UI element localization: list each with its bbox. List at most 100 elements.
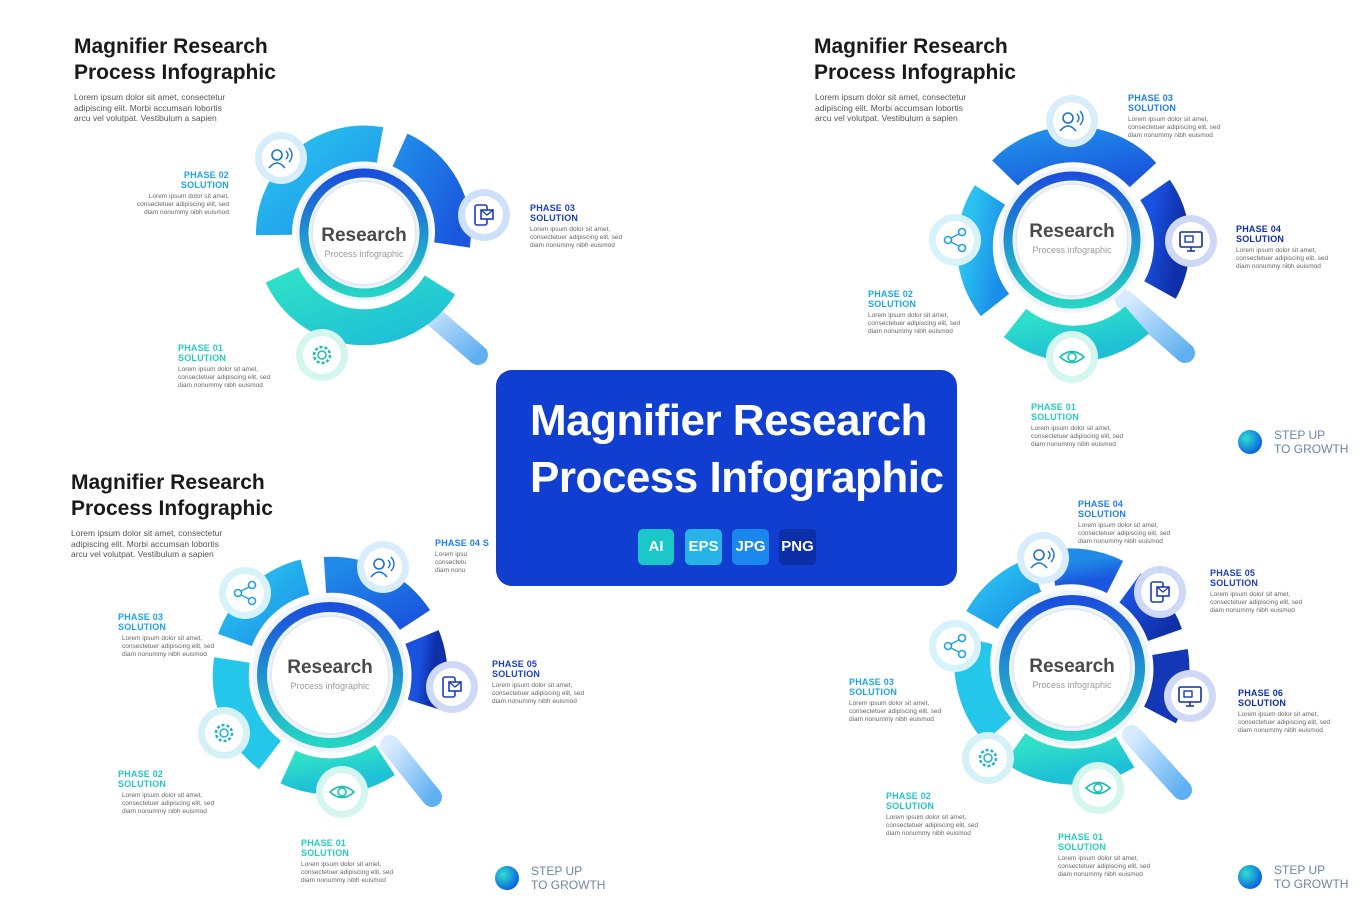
share-icon (929, 620, 981, 672)
gear-icon (962, 732, 1014, 784)
phase-label: PHASE 03 SOLUTION (118, 612, 167, 632)
phase-label: PHASE 06 SOLUTION (1238, 688, 1287, 708)
phase-label: PHASE 01 SOLUTION (1058, 832, 1107, 852)
phase-label: PHASE 02 SOLUTION (886, 791, 935, 811)
br-phase06: PHASE 06 SOLUTION Lorem ipsum dolor sit … (1238, 688, 1333, 735)
growth-line2: TO GROWTH (1274, 877, 1349, 891)
tl-phase03: PHASE 03 SOLUTION Lorem ipsum dolor sit … (530, 203, 625, 250)
phase-label: PHASE 04 SOLUTION (1236, 224, 1285, 244)
bl-step-up-badge: STEP UP TO GROWTH (495, 864, 605, 892)
phase-label: PHASE 05 SOLUTION (492, 659, 541, 679)
bl-phase05: PHASE 05 SOLUTION Lorem ipsum dolor sit … (492, 659, 587, 706)
magnifier-handle (380, 735, 442, 807)
center-subtitle: Process infographic (324, 249, 404, 259)
magnifier-handle (1115, 290, 1195, 363)
phase-label: PHASE 04 S (435, 538, 490, 548)
phase-text: Lorem ipsum dolor sit amet, consectetuer… (122, 792, 215, 815)
lens-ring (299, 168, 429, 298)
lens-core (311, 180, 417, 286)
growth-line1: STEP UP (1274, 863, 1326, 877)
center-subtitle: Process infographic (290, 681, 370, 691)
bl-title-line1: Magnifier Research (71, 471, 265, 494)
phase-text: Lorem ipsum dolor sit amet, consectetuer… (1210, 591, 1303, 614)
bl-description: Lorem ipsum dolor sit amet, consectetur … (71, 528, 223, 559)
video-monitor-icon (1164, 670, 1216, 722)
tl-phase02: PHASE 02 SOLUTION Lorem ipsum dolor sit … (137, 170, 229, 217)
bl-magnifier-diagram: Research Process infographic (198, 541, 478, 818)
person-speaking-icon (1046, 95, 1098, 147)
mail-device-icon (458, 189, 510, 241)
format-badge-ai: AI (638, 529, 674, 565)
tl-phase01: PHASE 01 SOLUTION Lorem ipsum dolor sit … (178, 343, 270, 390)
br-phase01: PHASE 01 SOLUTION Lorem ipsum dolor sit … (1058, 832, 1153, 879)
growth-line2: TO GROWTH (1274, 442, 1349, 456)
phase-text: Lorem ipsum dolor sit amet, consectetuer… (178, 366, 271, 389)
tl-description: Lorem ipsum dolor sit amet, consectetur … (74, 92, 226, 123)
lens-ring (257, 602, 403, 748)
br-phase02: PHASE 02 SOLUTION Lorem ipsum dolor sit … (886, 791, 981, 838)
phase-label: PHASE 01 SOLUTION (178, 343, 227, 363)
br-phase04: PHASE 04 SOLUTION Lorem ipsum dolor sit … (1078, 499, 1173, 546)
eye-icon (1072, 762, 1124, 814)
phase-text: Lorem ipsum dolor sit amet, consectetuer… (136, 193, 229, 216)
lens-core (270, 615, 390, 735)
br-phase03: PHASE 03 SOLUTION Lorem ipsum dolor sit … (849, 677, 944, 724)
phase-text: Lorem ipsum dolor sit amet, consectetuer… (1238, 711, 1331, 734)
growth-text: STEP UP TO GROWTH (1274, 863, 1348, 891)
bl-title-line2: Process Infographic (71, 497, 273, 520)
growth-dot (495, 866, 519, 890)
phase-text: Lorem ipsum dolor sit amet, consectetuer… (122, 635, 215, 658)
growth-line2: TO GROWTH (531, 878, 606, 892)
eye-icon (1046, 331, 1098, 383)
phase-text: Lorem ipsum dolor sit amet, consectetuer… (1031, 425, 1124, 448)
phase-label: PHASE 01 SOLUTION (301, 838, 350, 858)
center-banner: Magnifier Research Process Infographic A… (496, 370, 957, 586)
ring-segment-teal (265, 266, 456, 346)
bl-phase03: PHASE 03 SOLUTION Lorem ipsum dolor sit … (118, 612, 214, 659)
bl-title: Magnifier Research Process Infographic (71, 470, 273, 522)
banner-title-line2: Process Infographic (530, 453, 944, 502)
phase-text: Lorem ipsum dolor sit amet, consectetuer… (530, 226, 623, 249)
bl-phase01: PHASE 01 SOLUTION Lorem ipsum dolor sit … (301, 838, 396, 885)
phase-text: Lorem ipsum dolor sit amet, consectetuer… (868, 312, 961, 335)
ring-segment-blue (391, 133, 471, 248)
phase-label: PHASE 03 SOLUTION (849, 677, 898, 697)
phase-text: Lorem ipsum dolor sit amet, consectetuer… (886, 814, 979, 837)
tr-title-line1: Magnifier Research (814, 35, 1008, 58)
tr-magnifier-diagram: Research Process infographic (929, 95, 1217, 383)
lens-core (1015, 183, 1129, 297)
person-speaking-icon (1017, 532, 1069, 584)
phase-text: Lorem ipsum dolor sit amet, consectetuer… (1078, 522, 1171, 545)
lens-ring (1003, 171, 1141, 309)
br-step-up-badge: STEP UP TO GROWTH (1238, 863, 1348, 891)
center-title: Research (287, 657, 373, 678)
tl-magnifier-diagram: Research Process infographic (255, 125, 510, 381)
center-subtitle: Process infographic (1032, 680, 1112, 690)
tr-step-up-badge: STEP UP TO GROWTH (1238, 428, 1348, 456)
phase-label: PHASE 05 SOLUTION (1210, 568, 1259, 588)
format-badge-eps: EPS (685, 529, 722, 565)
phase-text: Lorem ipsu consectetu diam nonu (435, 551, 468, 574)
lens-ring (999, 595, 1145, 741)
growth-text: STEP UP TO GROWTH (1274, 428, 1348, 456)
phase-label: PHASE 04 SOLUTION (1078, 499, 1127, 519)
phase-text: Lorem ipsum dolor sit amet, consectetuer… (1058, 855, 1151, 878)
ring-segment-teal (1004, 732, 1135, 785)
share-icon (219, 567, 271, 619)
tr-title-line2: Process Infographic (814, 61, 1016, 84)
tl-title: Magnifier Research Process Infographic (74, 34, 276, 86)
person-speaking-icon (255, 132, 307, 184)
center-title: Research (1029, 656, 1115, 677)
phase-label: PHASE 03 SOLUTION (530, 203, 579, 223)
magnifier-handle (1122, 725, 1192, 800)
tl-title-line2: Process Infographic (74, 61, 276, 84)
tr-description: Lorem ipsum dolor sit amet, consectetur … (815, 92, 967, 123)
banner-title-line1: Magnifier Research (530, 396, 927, 445)
phase-text: Lorem ipsum dolor sit amet, consectetuer… (301, 861, 394, 884)
growth-text: STEP UP TO GROWTH (531, 864, 605, 892)
format-badge-jpg: JPG (732, 529, 769, 565)
phase-text: Lorem ipsum dolor sit amet, consectetuer… (1128, 116, 1221, 139)
share-icon (929, 214, 981, 266)
tl-title-line1: Magnifier Research (74, 35, 268, 58)
phase-label: PHASE 02 SOLUTION (180, 170, 229, 190)
